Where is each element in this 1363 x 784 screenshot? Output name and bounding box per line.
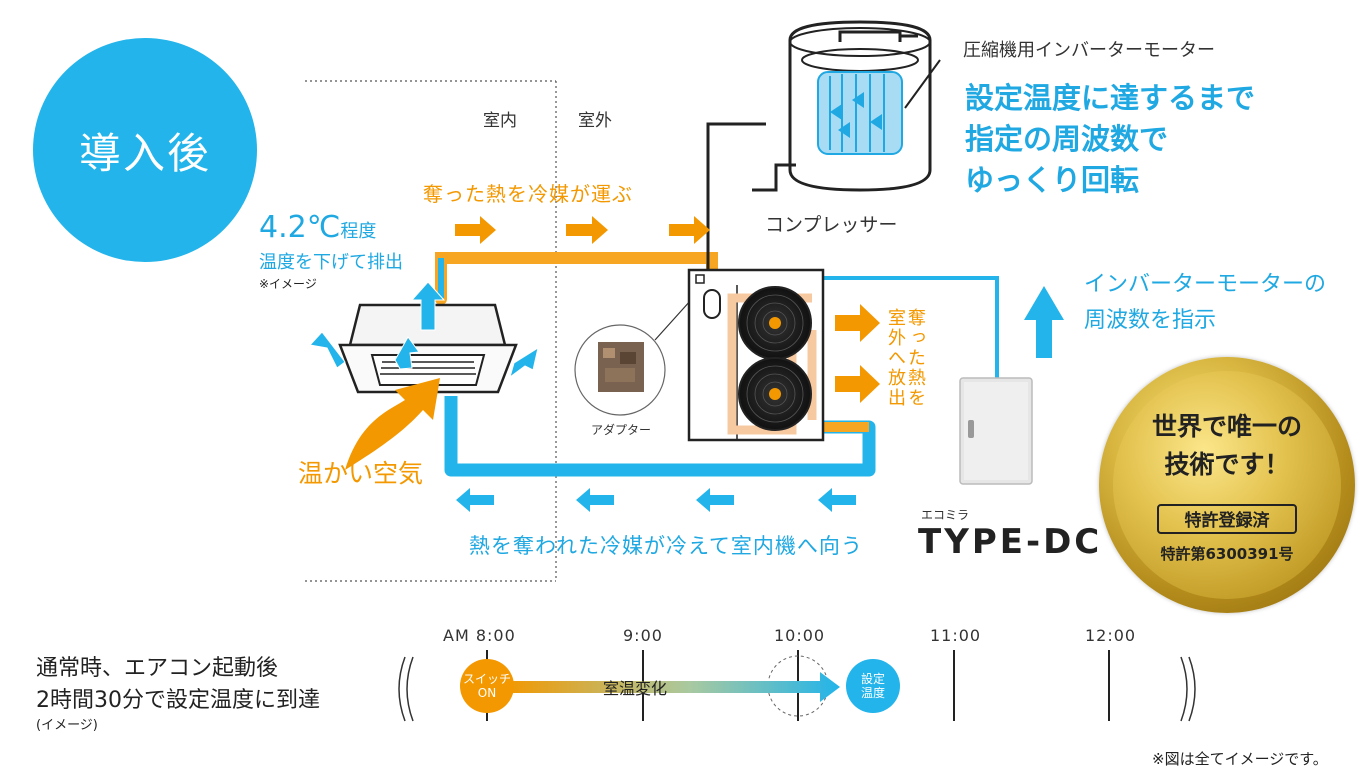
timeline-caption: 通常時、エアコン起動後 2時間30分で設定温度に到達 (イメージ) — [36, 653, 320, 735]
patent-number: 特許第6300391号 — [1160, 545, 1294, 563]
indoor-unit — [338, 303, 518, 394]
switch-on-marker: スイッチ ON — [460, 659, 514, 713]
after-introduction-badge: 導入後 — [33, 38, 257, 262]
brand-logo: TYPE-DC — [918, 522, 1103, 562]
temperature-drop-desc: 温度を下げて排出 — [259, 252, 403, 273]
inverter-signal-arrow — [1024, 286, 1064, 358]
medal-line2: 技術です！ — [1164, 450, 1290, 479]
inverter-label-line2: 周波数を指示 — [1084, 308, 1217, 333]
adapter-label: アダプター — [591, 423, 652, 437]
boundary-lines — [305, 80, 557, 582]
compressor-signal-line — [706, 122, 766, 294]
switch-on-line2: ON — [477, 686, 497, 700]
set-temp-marker: 設定 温度 — [846, 659, 900, 713]
set-temp-line1: 設定 — [860, 672, 885, 686]
patent-registered-badge: 特許登録済 — [1157, 504, 1297, 534]
time-label-1200: 12:00 — [1085, 626, 1137, 645]
timeline-bar-graphics — [398, 650, 1196, 722]
medal-face — [1113, 371, 1341, 599]
outdoor-label: 室外 — [578, 111, 612, 131]
patent-medal: 世界で唯一の 技術です！ 特許登録済 特許第6300391号 — [1099, 357, 1355, 613]
inverter-label-line1: インバーターモーターの — [1084, 272, 1327, 297]
return-flow-arrows — [456, 488, 856, 512]
set-temp-line2: 温度 — [860, 686, 885, 700]
heat-transport-label: 奪った熱を冷媒が運ぶ — [423, 182, 633, 206]
exhaust-arrows — [835, 304, 880, 403]
timeline-caption-line2: 2時間30分で設定温度に到達 — [36, 688, 320, 713]
typedc-controller-image — [959, 377, 1033, 485]
warm-air-arrow — [345, 378, 440, 470]
temperature-value: 4.2℃ — [259, 210, 341, 245]
room-temp-change-label: 室温変化 — [603, 679, 668, 698]
switch-on-line1: スイッチ — [462, 672, 511, 686]
headline: 設定温度に達するまで 指定の周波数で ゆっくり回転 — [965, 78, 1255, 201]
time-label-0900: 9:00 — [623, 626, 663, 645]
heat-transport-arrows — [455, 216, 710, 244]
medal-line1: 世界で唯一の — [1151, 412, 1302, 441]
indoor-label: 室内 — [483, 111, 517, 131]
time-label-1100: 11:00 — [930, 626, 982, 645]
footnote: ※図は全てイメージです。 — [1152, 750, 1328, 768]
compressor-image — [752, 20, 941, 192]
hot-refrigerant-pipe — [435, 252, 718, 308]
motor-label: 圧縮機用インバーターモーター — [963, 40, 1215, 61]
outdoor-unit — [687, 268, 825, 442]
time-label-1000: 10:00 — [774, 626, 826, 645]
headline-line1: 設定温度に達するまで — [965, 81, 1256, 115]
warm-air-label: 温かい空気 — [298, 459, 424, 488]
adapter-image — [574, 289, 701, 416]
timeline-caption-note: (イメージ) — [36, 718, 98, 733]
timeline-caption-line1: 通常時、エアコン起動後 — [36, 656, 279, 681]
temperature-note: ※イメージ — [259, 277, 317, 291]
headline-line2: 指定の周波数で — [965, 122, 1169, 156]
badge-text: 導入後 — [78, 128, 211, 178]
compressor-label: コンプレッサー — [765, 214, 898, 236]
temperature-drop-label: 4.2℃程度 — [259, 210, 376, 245]
temperature-unit: 程度 — [340, 221, 377, 242]
return-flow-label: 熱を奪われた冷媒が冷えて室内機へ向う — [469, 534, 863, 558]
headline-line3: ゆっくり回転 — [965, 163, 1140, 197]
time-label-0800: AM 8:00 — [443, 626, 516, 645]
brand-small-label: エコミラ — [921, 508, 970, 522]
exhaust-label: 奪った熱を室外へ放出 — [885, 308, 926, 408]
cool-air-arrows — [309, 281, 539, 379]
